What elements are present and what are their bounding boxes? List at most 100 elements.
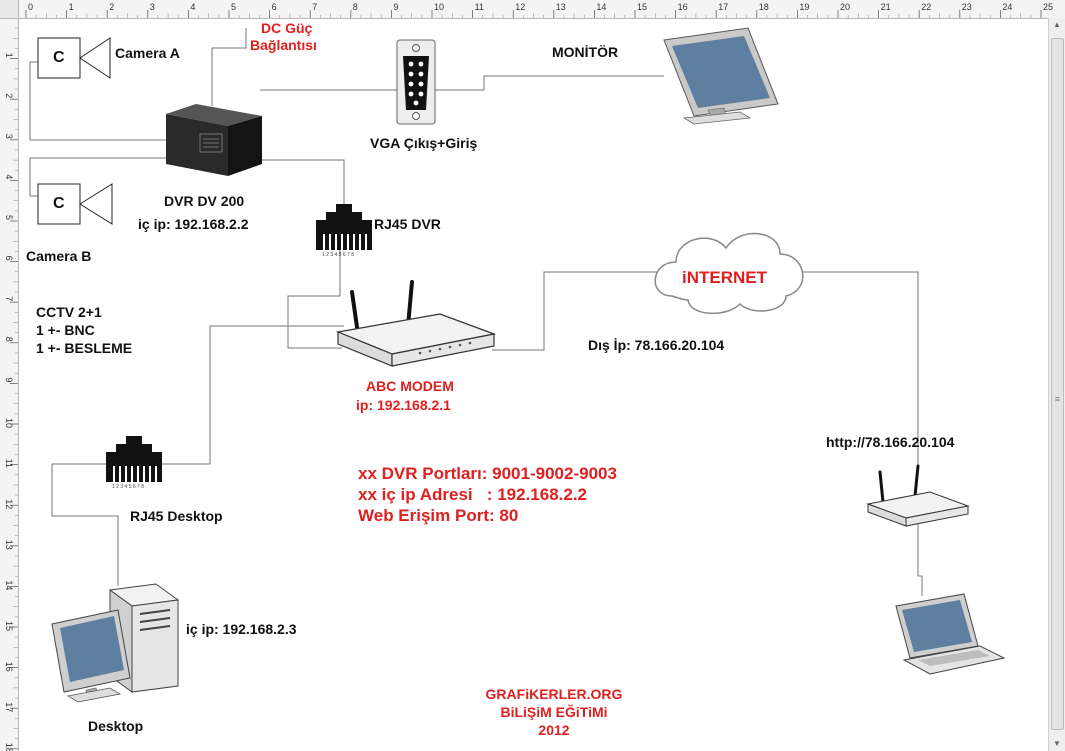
cable-modem-desktop [156, 325, 344, 465]
internet-cloud-icon [654, 232, 804, 315]
scroll-up-arrow-icon[interactable]: ▲ [1053, 20, 1061, 29]
ruler-top-label: 5 [231, 2, 236, 12]
ruler-top-label: 17 [718, 2, 728, 12]
ruler-top-label: 3 [150, 2, 155, 12]
ruler-left-label: 13 [4, 540, 14, 550]
ruler-left-label: 10 [4, 418, 14, 428]
vertical-scrollbar[interactable]: ▲ ≡ ▼ [1048, 18, 1065, 751]
modem-ip-label: ip: 192.168.2.1 [356, 397, 451, 413]
ruler-top-label: 11 [475, 2, 484, 12]
camera-a-icon [37, 37, 111, 79]
camera-b-label: Camera B [26, 248, 92, 264]
ruler-left-label: 4 [4, 174, 14, 179]
ruler-top-label: 12 [515, 2, 525, 12]
laptop-icon [895, 593, 1006, 675]
rj45-dvr-pins: 1 2 3 4 5 6 7 8 [322, 252, 354, 258]
desktop-computer-icon [51, 583, 180, 703]
ruler-top-label: 4 [190, 2, 195, 12]
modem-name-label: ABC MODEM [366, 378, 454, 394]
ruler-left-label: 6 [4, 256, 14, 261]
desktop-ip-label: iç ip: 192.168.2.3 [186, 621, 297, 637]
ruler-top-label: 22 [921, 2, 931, 12]
ruler-top-label: 10 [434, 2, 444, 12]
ruler-top-label: 9 [393, 2, 398, 12]
ruler-corner [0, 0, 19, 19]
cable-rj45-desktop-left [51, 463, 119, 586]
ruler-top-label: 1 [69, 2, 74, 12]
ruler-top-label: 20 [840, 2, 850, 12]
ruler-top-label: 8 [353, 2, 358, 12]
scroll-down-arrow-icon[interactable]: ▼ [1053, 739, 1061, 748]
ruler-top-label: 16 [678, 2, 688, 12]
ruler-top-label: 14 [596, 2, 606, 12]
ruler-top-label: 25 [1043, 2, 1053, 12]
cable-dc-power [211, 28, 247, 106]
info-web-port: Web Erişim Port: 80 [358, 506, 519, 525]
vga-label: VGA Çıkış+Giriş [370, 135, 478, 151]
ruler-top-label: 21 [881, 2, 891, 12]
cable-camera-a-dvr [29, 61, 168, 141]
ruler-left-label: 3 [4, 134, 14, 139]
ruler-top-label: 7 [312, 2, 317, 12]
camera-b-icon [37, 183, 113, 225]
internet-label: iNTERNET [682, 268, 767, 287]
cable-camera-b-dvr [29, 157, 168, 197]
ruler-left-label: 12 [4, 499, 14, 509]
ruler-left-label: 9 [4, 377, 14, 382]
cctv-line1: CCTV 2+1 [36, 304, 102, 320]
client-router-icon [866, 464, 970, 527]
cable-rj45-modem [287, 250, 342, 349]
ruler-top-label: 23 [962, 2, 972, 12]
rj45-desktop-icon [106, 436, 162, 482]
info-dvr-ports: xx DVR Portları: 9001-9002-9003 [358, 464, 617, 483]
ruler-top-label: 18 [759, 2, 769, 12]
cctv-line3: 1 +- BESLEME [36, 340, 133, 356]
vga-connector-icon [396, 39, 436, 125]
footer-subtitle: BiLiŞiM EĞiTiMi [500, 704, 608, 720]
dvr-icon [166, 104, 262, 176]
ruler-top-label: 24 [1002, 2, 1012, 12]
dvr-ip-label: iç ip: 192.168.2.2 [138, 216, 249, 232]
info-internal-ip: xx iç ip Adresi : 192.168.2.2 [358, 485, 588, 504]
external-ip-label: Dış İp: 78.166.20.104 [588, 337, 725, 353]
horizontal-ruler [0, 0, 1065, 19]
ruler-left-label: 17 [4, 702, 14, 712]
cable-router-laptop [917, 520, 923, 596]
cctv-line2: 1 +- BNC [36, 322, 95, 338]
ruler-top-label: 6 [272, 2, 277, 12]
rj45-dvr-icon [316, 204, 372, 250]
dvr-name-label: DVR DV 200 [164, 193, 245, 209]
ruler-left-label: 1 [4, 53, 14, 58]
ruler-top-label: 13 [556, 2, 566, 12]
ruler-top-label: 15 [637, 2, 647, 12]
dc-power-label-line1: DC Güç [261, 20, 313, 36]
abc-modem-icon [335, 280, 497, 367]
ruler-left-label: 18 [4, 743, 14, 751]
ruler-top-label: 0 [28, 2, 33, 12]
ruler-left-label: 14 [4, 580, 14, 590]
camera-a-letter: C [53, 49, 65, 66]
vertical-ruler [0, 18, 19, 751]
desktop-label: Desktop [88, 718, 144, 734]
camera-b-letter: C [53, 195, 65, 212]
rj45-desktop-label: RJ45 Desktop [130, 508, 223, 524]
ruler-left-label: 2 [4, 93, 14, 98]
ruler-left-label: 7 [4, 296, 14, 301]
scroll-thumb[interactable]: ≡ [1051, 38, 1064, 730]
dc-power-label-line2: Bağlantısı [250, 37, 317, 53]
ruler-top-label: 2 [109, 2, 114, 12]
ruler-left-label: 11 [4, 459, 14, 468]
connection-lines [29, 28, 923, 596]
ruler-left-label: 15 [4, 621, 14, 631]
monitor-label: MONİTÖR [552, 44, 619, 60]
cable-dvr-rj45 [258, 159, 345, 210]
http-url-label: http://78.166.20.104 [826, 434, 955, 450]
ruler-left-label: 5 [4, 215, 14, 220]
rj45-dvr-label: RJ45 DVR [374, 216, 441, 232]
ruler-top-label: 19 [799, 2, 809, 12]
rj45-desktop-pins: 1 2 3 4 5 6 7 8 [112, 484, 144, 490]
cable-internet-router [802, 271, 919, 470]
cable-vga-monitor [434, 75, 664, 91]
